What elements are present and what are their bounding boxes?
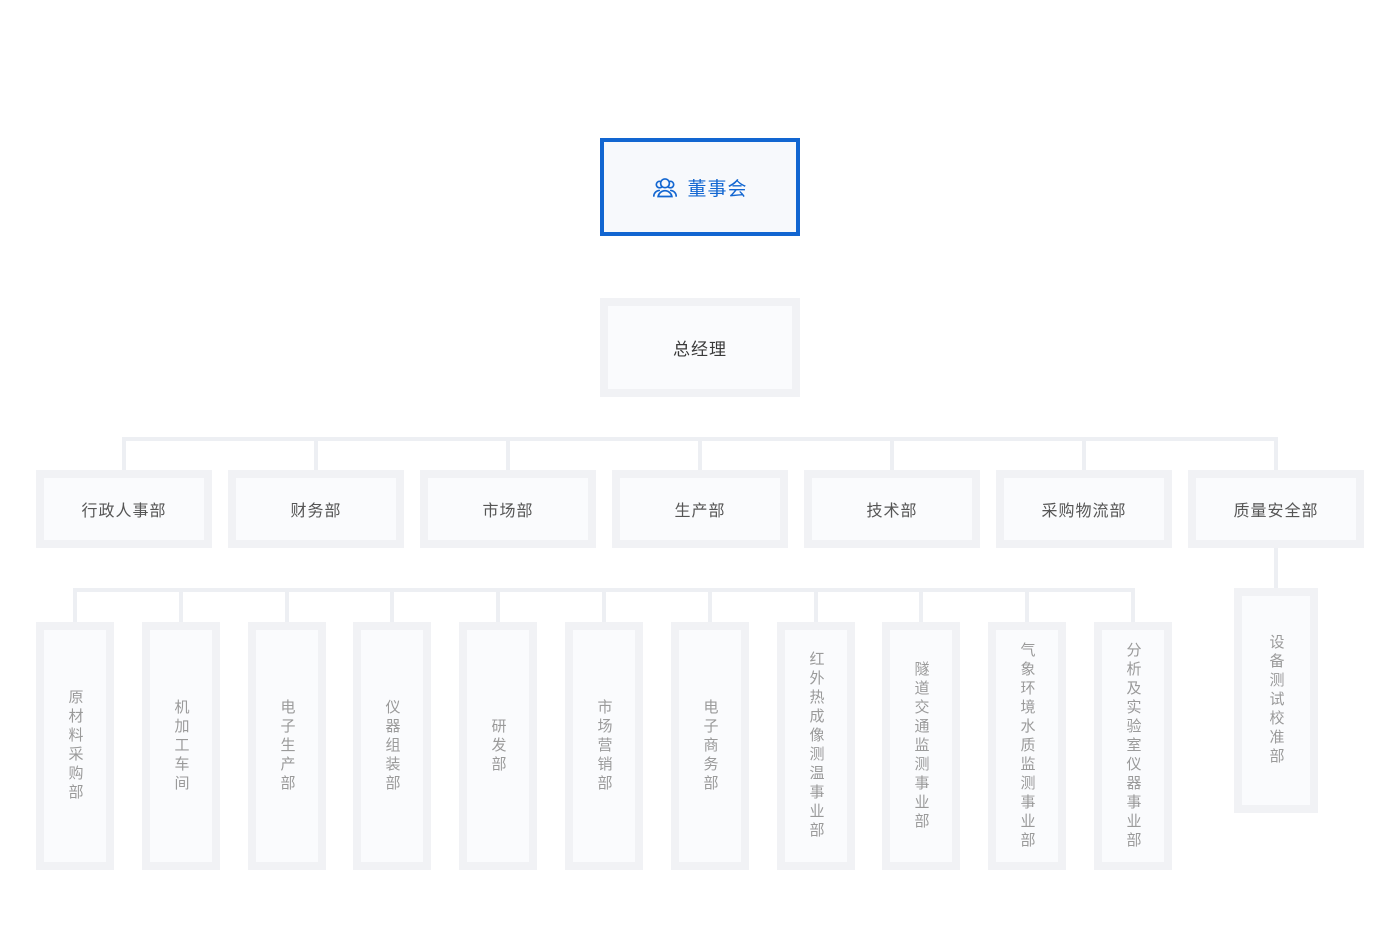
node-marketing-dept[interactable]: 市场部 [420,470,596,548]
connector-drop-meteorological-water [1025,588,1029,622]
node-raw-materials-label: 原材料采购部 [66,689,84,803]
node-ecommerce-dept[interactable]: 电子商务部 [671,622,749,870]
node-equipment-calibration[interactable]: 设备测试校准部 [1234,588,1318,813]
node-procurement-logistics-label: 采购物流部 [1041,503,1127,520]
node-rnd-label: 研发部 [489,717,507,775]
node-rnd-dept[interactable]: 研发部 [459,622,537,870]
node-electronics-production[interactable]: 电子生产部 [248,622,326,870]
connector-drop-admin-hr [122,437,126,470]
connector-drop-infrared-thermal [814,588,818,622]
connector-drop-rnd [496,588,500,622]
node-machining-workshop[interactable]: 机加工车间 [142,622,220,870]
connector-drop-marketing-sales [602,588,606,622]
node-general-manager-label: 总经理 [673,340,727,359]
team-icon [653,177,678,197]
node-admin-hr-dept[interactable]: 行政人事部 [36,470,212,548]
node-analysis-lab-label: 分析及实验室仪器事业部 [1124,641,1142,851]
node-production-label: 生产部 [674,503,726,520]
node-ecommerce-label: 电子商务部 [701,698,719,794]
node-tunnel-traffic-bu[interactable]: 隧道交通监测事业部 [882,622,960,870]
node-marketing-label: 市场部 [482,503,534,520]
connector-drop-machining [179,588,183,622]
node-raw-materials-procurement[interactable]: 原材料采购部 [36,622,114,870]
node-production-dept[interactable]: 生产部 [612,470,788,548]
node-marketing-sales-label: 市场营销部 [595,698,613,794]
node-instrument-assembly-label: 仪器组装部 [383,698,401,794]
node-marketing-sales-dept[interactable]: 市场营销部 [565,622,643,870]
connector-drop-ecommerce [708,588,712,622]
connector-drop-analysis-lab [1131,588,1135,622]
connector-drop-finance [314,437,318,470]
connector-drop-instrument-assembly [390,588,394,622]
node-finance-dept[interactable]: 财务部 [228,470,404,548]
node-board-content: 董事会 [652,174,747,201]
node-electronics-production-label: 电子生产部 [278,698,296,794]
node-board-of-directors[interactable]: 董事会 [600,138,800,236]
connector-drop-marketing [506,437,510,470]
node-quality-safety-label: 质量安全部 [1233,503,1319,520]
node-infrared-thermal-bu[interactable]: 红外热成像测温事业部 [777,622,855,870]
node-equipment-calibration-label: 设备测试校准部 [1267,634,1285,767]
node-finance-label: 财务部 [290,503,342,520]
node-analysis-lab-bu[interactable]: 分析及实验室仪器事业部 [1094,622,1172,870]
connector-drop-procurement [1082,437,1086,470]
node-meteorological-water-label: 气象环境水质监测事业部 [1018,641,1036,851]
node-admin-hr-label: 行政人事部 [81,503,167,520]
node-instrument-assembly[interactable]: 仪器组装部 [353,622,431,870]
connector-drop-quality [1274,437,1278,470]
connector-drop-equipment-calibration [1274,548,1278,588]
node-meteorological-water-bu[interactable]: 气象环境水质监测事业部 [988,622,1066,870]
node-general-manager[interactable]: 总经理 [600,298,800,397]
node-board-label: 董事会 [687,178,748,200]
connector-drop-technology [890,437,894,470]
connector-drop-electronics-production [285,588,289,622]
node-quality-safety-dept[interactable]: 质量安全部 [1188,470,1364,548]
connector-drop-raw-materials [73,588,77,622]
node-technology-label: 技术部 [866,503,918,520]
node-tunnel-traffic-label: 隧道交通监测事业部 [912,660,930,832]
connector-drop-production [698,437,702,470]
node-technology-dept[interactable]: 技术部 [804,470,980,548]
node-machining-label: 机加工车间 [172,698,190,794]
node-infrared-thermal-label: 红外热成像测温事业部 [807,651,825,841]
connector-drop-tunnel-traffic [919,588,923,622]
node-procurement-logistics-dept[interactable]: 采购物流部 [996,470,1172,548]
